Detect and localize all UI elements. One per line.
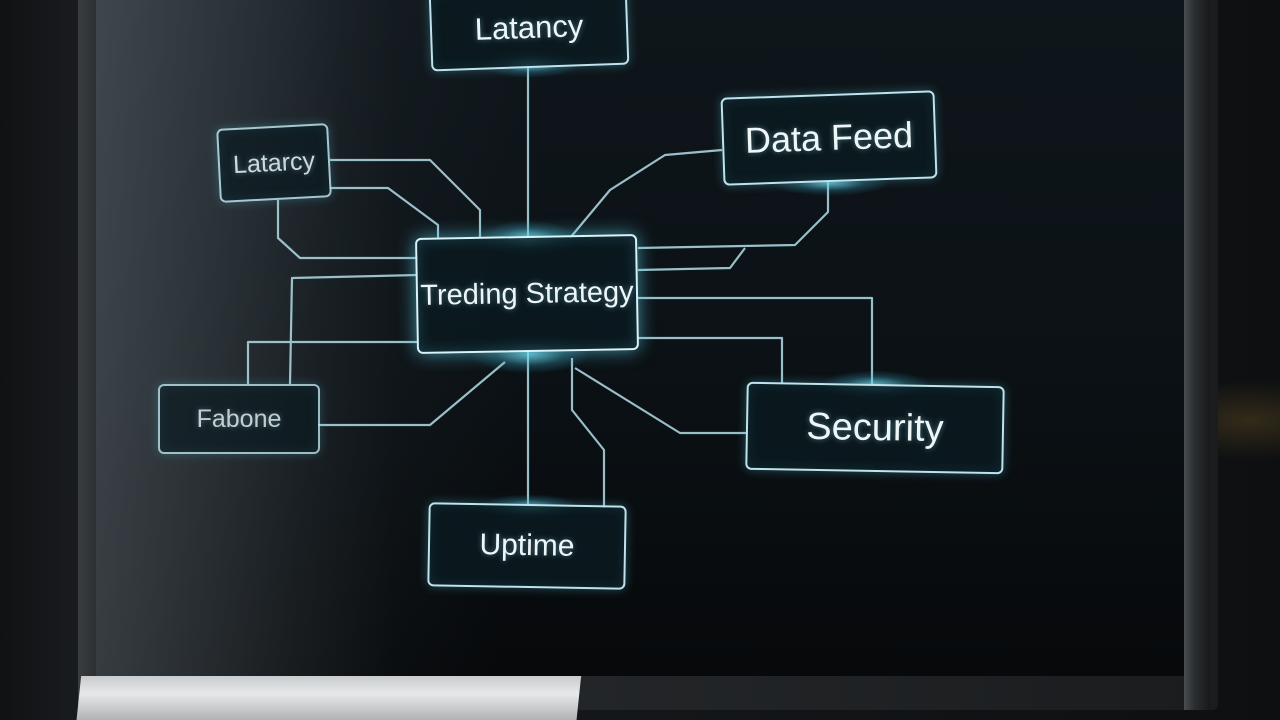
node-security: Security [745,381,1005,475]
monitor-screen [96,0,1184,676]
edge-center-lower-left-c [288,273,419,385]
edge-center-bottom-b [570,358,606,508]
node-uptime: Uptime [427,502,627,590]
monitor-bezel-edge [1184,0,1210,710]
node-label: Uptime [479,528,575,563]
node-label: Fabone [196,404,282,433]
edge-center-right-b [638,336,784,384]
node-label: Latarcy [232,146,316,179]
node-data-feed: Data Feed [720,90,938,186]
edge-center-upper-right-b [637,182,830,250]
node-trading-strategy: Treding Strategy [415,234,639,354]
edge-center-right-a [638,296,874,384]
screen-reflection [96,0,396,676]
edge-center-upper-left-c [276,200,418,260]
node-latarcy-left: Latarcy [216,123,332,203]
node-label: Security [806,405,945,450]
edge-center-right-c [574,367,748,435]
node-label: Latancy [474,8,584,47]
node-label: Data Feed [744,114,914,161]
edge-center-upper-left-b [330,186,440,238]
edge-center-upper-right-a [569,148,723,239]
edge-center-lower-left-b [318,361,506,427]
node-fabone: Fabone [158,384,320,454]
node-label: Treding Strategy [420,275,634,312]
edge-center-upper-right-c [637,247,746,272]
node-latancy-top: Latancy [428,0,630,72]
edge-center-lower-left-a [246,340,418,384]
edge-center-upper-left-a [330,158,482,238]
